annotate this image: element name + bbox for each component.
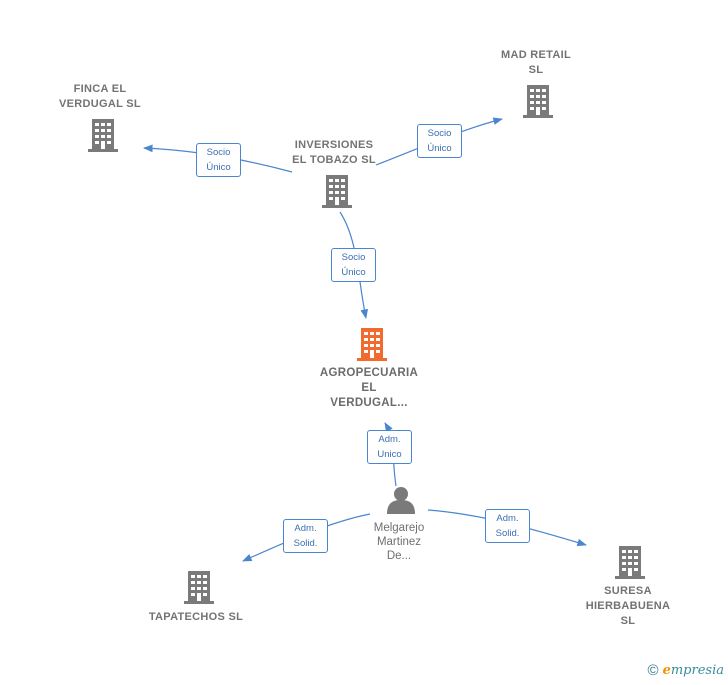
copyright-icon: ©: [647, 662, 659, 679]
edge-badge-melgarejo-agropecuaria: Adm. Unico: [367, 430, 412, 464]
node-melgarejo-label[interactable]: Melgarejo Martinez De...: [373, 522, 425, 562]
node-suresa-label[interactable]: SURESA HIERBABUENA SL: [585, 585, 671, 627]
finca-building-icon: [88, 119, 118, 152]
edge-badge-melgarejo-suresa: Adm. Solid.: [485, 509, 530, 543]
mad-retail-building-icon: [523, 85, 553, 118]
footer-brand[interactable]: © empresia: [648, 662, 724, 679]
empresia-logo: empresia: [662, 663, 724, 678]
node-inversiones-label[interactable]: INVERSIONES EL TOBAZO SL: [292, 139, 376, 166]
edge-badge-melgarejo-tapatechos: Adm. Solid.: [283, 519, 328, 553]
node-tapatechos-label[interactable]: TAPATECHOS SL: [148, 611, 244, 623]
edge-badge-inversiones-finca: Socio Único: [196, 143, 241, 177]
node-mad-retail-label[interactable]: MAD RETAIL SL: [500, 49, 571, 76]
suresa-building-icon: [615, 546, 645, 579]
tapatechos-building-icon: [184, 571, 214, 604]
edge-badge-inversiones-agropecuaria: Socio Único: [331, 248, 376, 282]
node-finca-label[interactable]: FINCA EL VERDUGAL SL: [59, 83, 141, 110]
person-icon: [387, 487, 415, 514]
edge-badge-inversiones-mad-retail: Socio Único: [417, 124, 462, 158]
inversiones-building-icon: [322, 175, 352, 208]
node-agropecuaria-label[interactable]: AGROPECUARIA EL VERDUGAL...: [319, 367, 419, 409]
agropecuaria-building-icon: [357, 328, 387, 361]
